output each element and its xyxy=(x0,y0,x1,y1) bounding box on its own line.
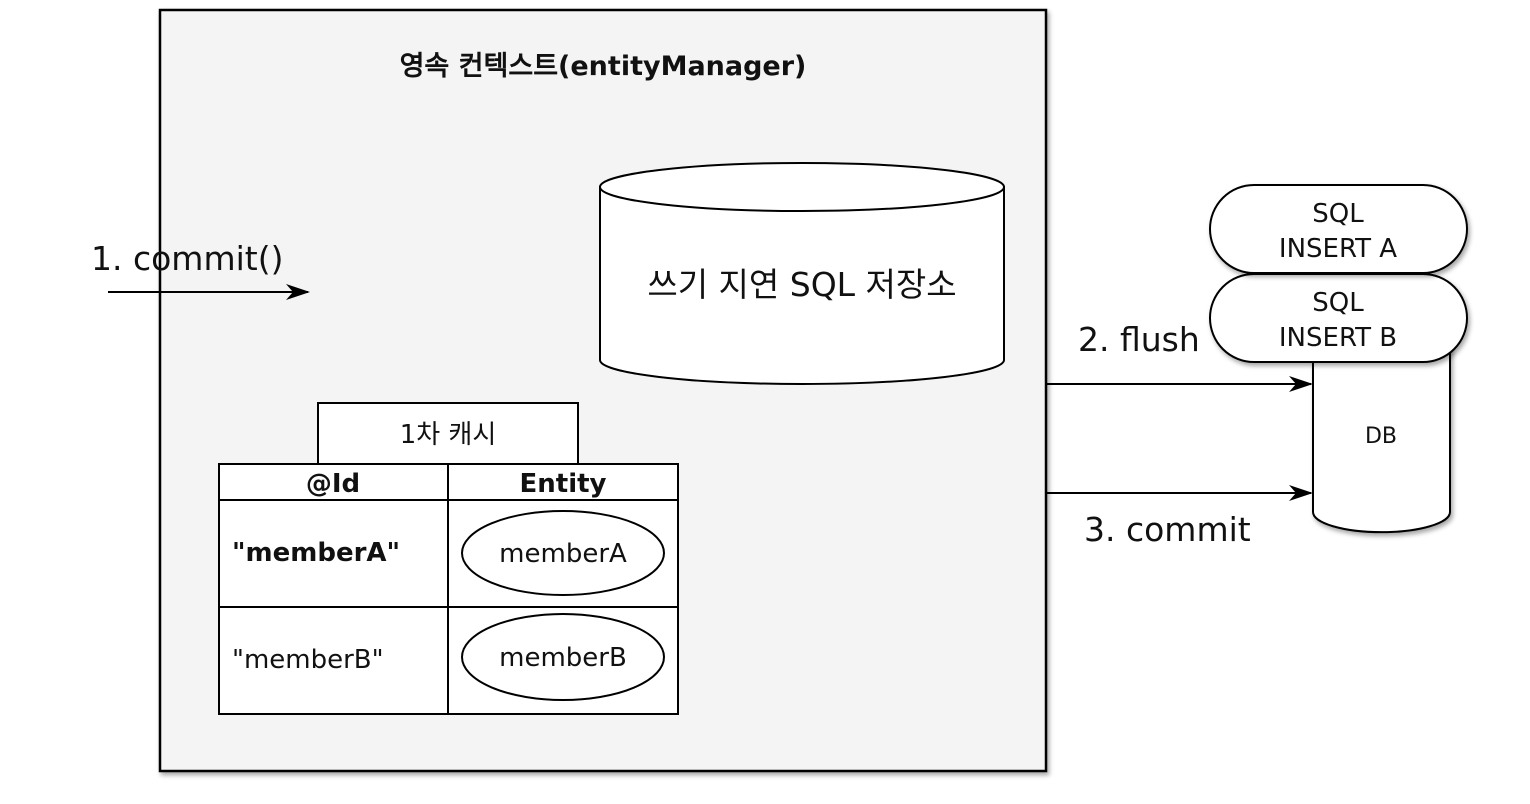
cache-row-id: "memberB" xyxy=(232,645,384,675)
sql-statement-line1: SQL xyxy=(1312,199,1364,229)
flush-label: 2. flush xyxy=(1078,320,1200,359)
sql-statement: SQL INSERT A xyxy=(1209,184,1468,274)
sql-statement-line2: INSERT B xyxy=(1279,323,1397,353)
entity-label: memberA xyxy=(499,539,627,569)
first-level-cache: 1차 캐시 @Id Entity "memberA" memberA "memb… xyxy=(218,402,679,715)
sql-statement-line2: INSERT A xyxy=(1279,234,1397,264)
entity-ellipse xyxy=(461,613,665,701)
write-behind-sql-store-label: 쓰기 지연 SQL 저장소 xyxy=(647,265,956,304)
first-level-cache-tab xyxy=(317,402,579,465)
sql-statement: SQL INSERT B xyxy=(1209,273,1468,363)
db-commit-label: 3. commit xyxy=(1084,510,1251,549)
cache-row: "memberA" memberA xyxy=(232,510,665,596)
cache-header-id: @Id xyxy=(306,469,360,499)
write-behind-sql-store: 쓰기 지연 SQL 저장소 xyxy=(599,162,1005,385)
cache-row-id: "memberA" xyxy=(232,538,400,568)
first-level-cache-label: 1차 캐시 xyxy=(400,420,497,450)
database-label: DB xyxy=(1365,424,1397,449)
entity-label: memberB xyxy=(499,643,627,673)
persistence-context-title: 영속 컨텍스트(entityManager) xyxy=(400,51,807,82)
commit-call-label: 1. commit() xyxy=(91,239,283,278)
database: DB xyxy=(1312,319,1451,534)
cache-header-entity: Entity xyxy=(520,469,607,499)
cache-row: "memberB" memberB xyxy=(232,613,665,701)
entity-ellipse xyxy=(461,510,665,596)
sql-statement-line1: SQL xyxy=(1312,288,1364,318)
